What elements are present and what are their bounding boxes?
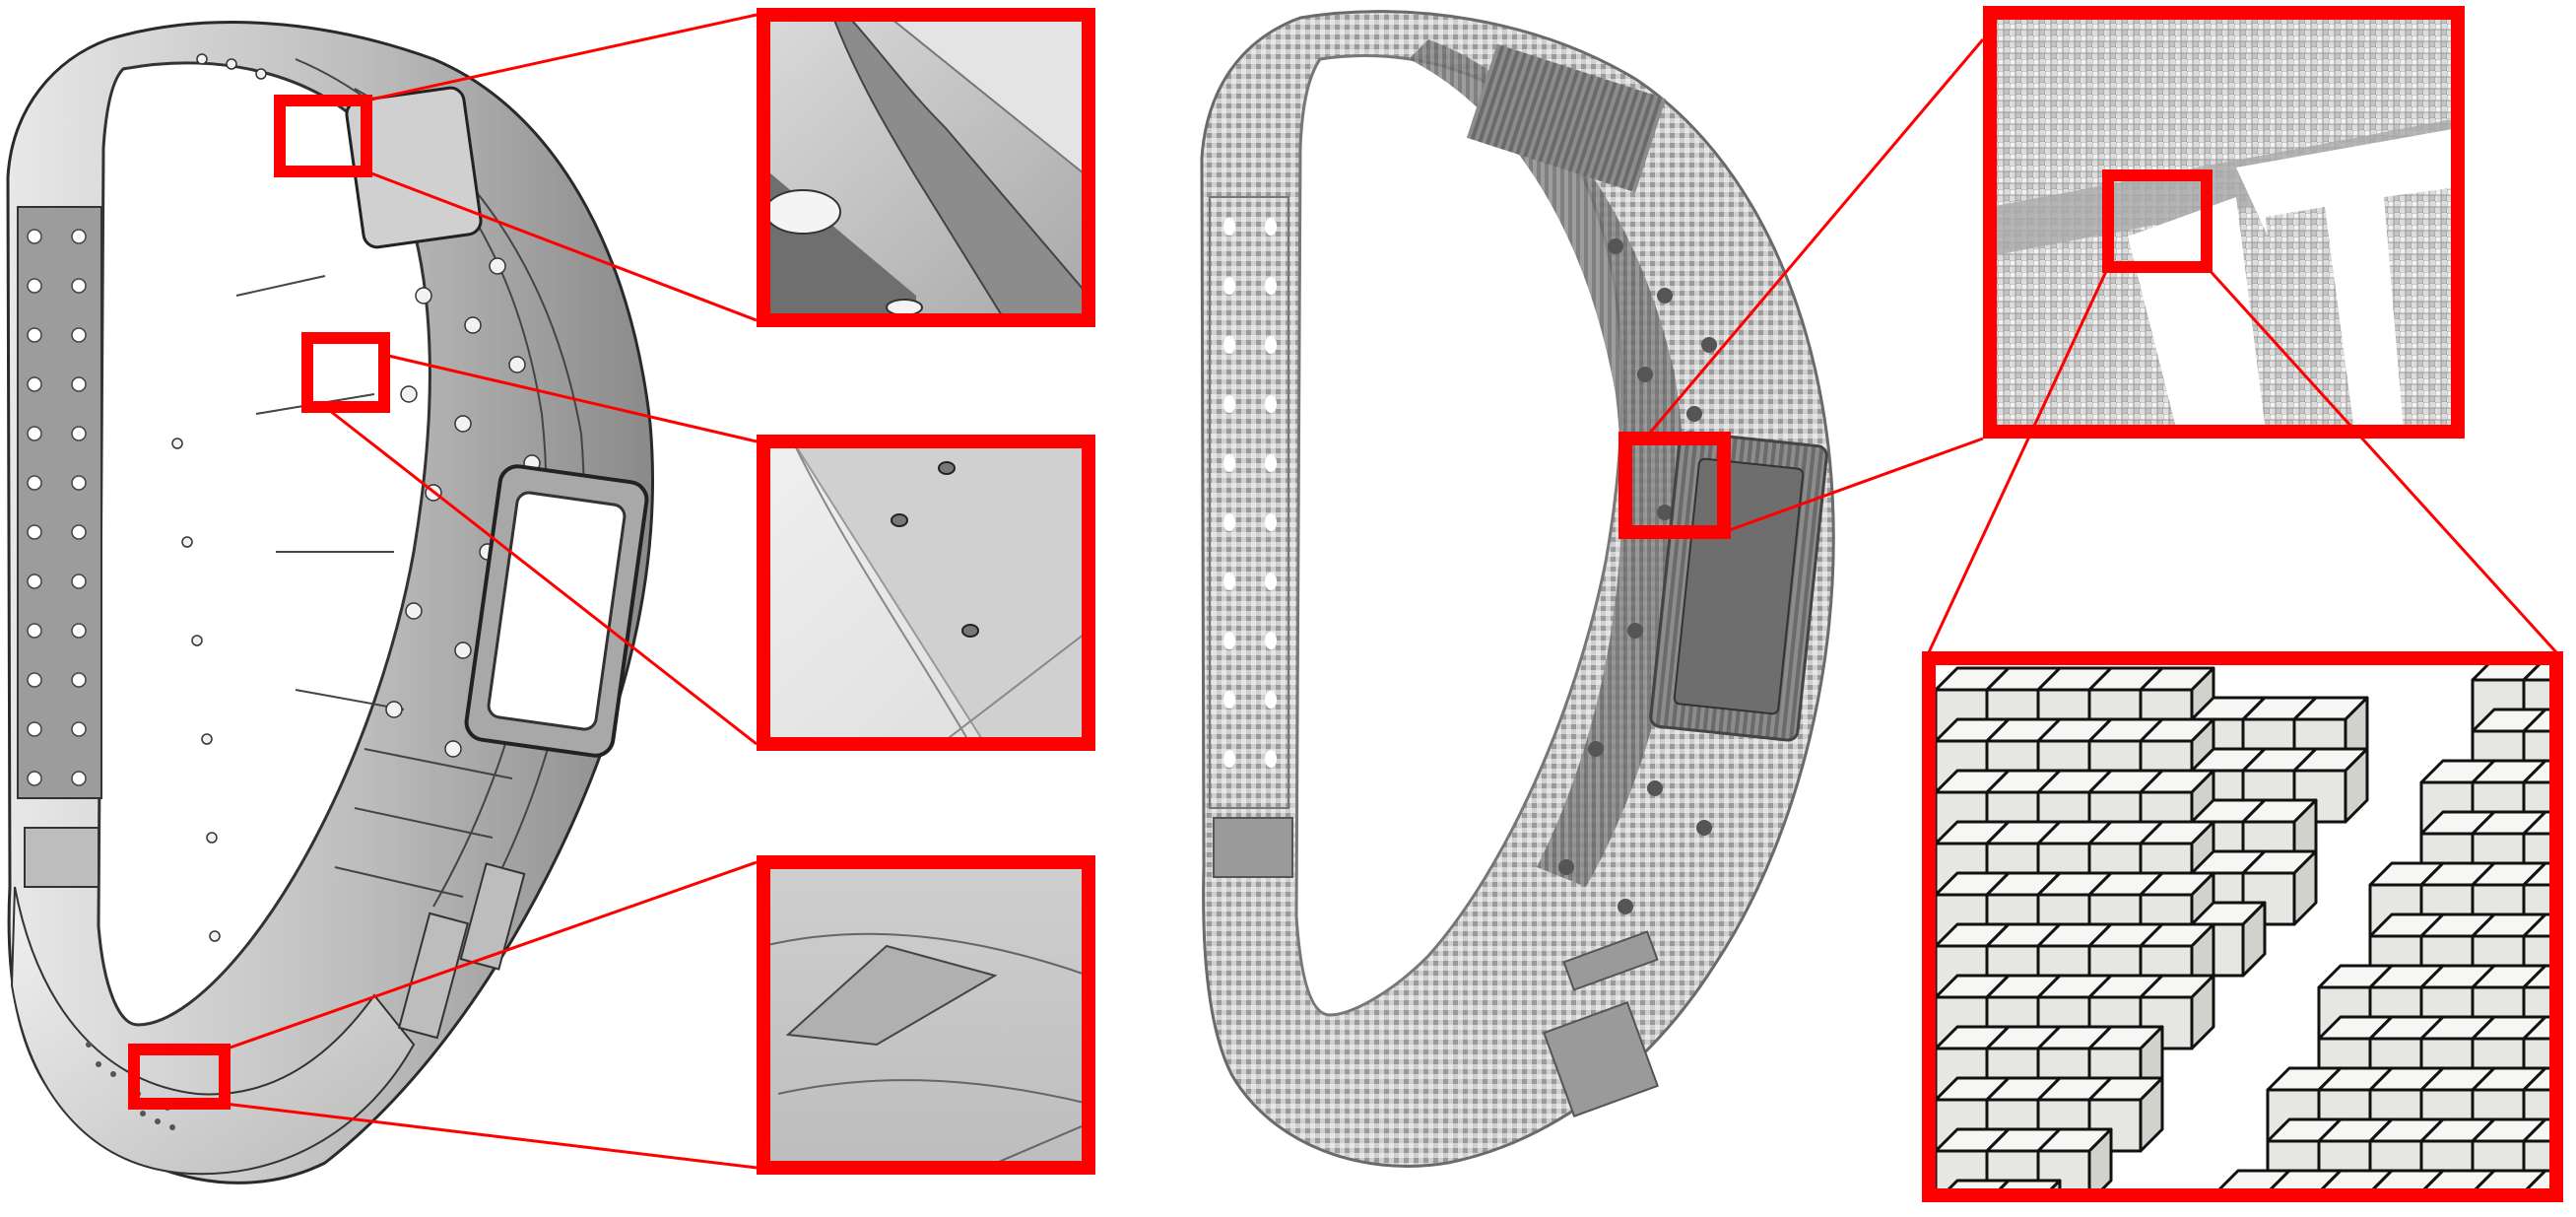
voxel-connector-lines — [1643, 38, 1985, 534]
cad-bottom-floor — [10, 886, 416, 1176]
voxel-inset-bottom — [1922, 651, 2563, 1202]
cad-side-panel-holes — [27, 229, 87, 786]
cad-inset-top — [757, 8, 1095, 327]
cad-inset-bottom-frame — [757, 855, 1095, 1175]
cad-connector-lines — [224, 13, 758, 1170]
voxel-cube — [2087, 1076, 2164, 1153]
cad-inset-middle-frame — [757, 435, 1095, 751]
cad-inset-bottom — [757, 855, 1095, 1175]
cad-model — [6, 13, 758, 1184]
voxel-inset-top-frame — [1983, 6, 2465, 439]
voxel-cube — [2139, 974, 2215, 1050]
voxel-inset-top-highlight — [2102, 169, 2213, 273]
cad-port — [464, 464, 649, 758]
voxel-side-panel-holes — [1223, 218, 1277, 768]
voxel-cube-grid — [1934, 658, 2556, 1195]
cad-inset-middle — [757, 435, 1095, 751]
voxel-model — [1200, 10, 1985, 1168]
voxel-side-panel — [1209, 196, 1289, 809]
cad-inset-top-frame — [757, 8, 1095, 327]
cad-highlight-bottom — [128, 1044, 231, 1110]
cad-highlight-top — [274, 95, 372, 177]
voxel-highlight — [1618, 432, 1731, 539]
voxel-inset-bottom-frame — [1922, 651, 2563, 1202]
voxel-bottom-details — [1213, 817, 1659, 1117]
voxel-inset-top — [1927, 6, 2558, 654]
voxel-inset-connector-lines — [1927, 265, 2558, 654]
voxel-port — [1649, 431, 1828, 742]
voxel-top-port — [1466, 43, 1667, 193]
voxel-cube — [2292, 747, 2369, 824]
cad-highlight-middle — [301, 332, 390, 413]
cad-side-panel — [17, 206, 102, 799]
